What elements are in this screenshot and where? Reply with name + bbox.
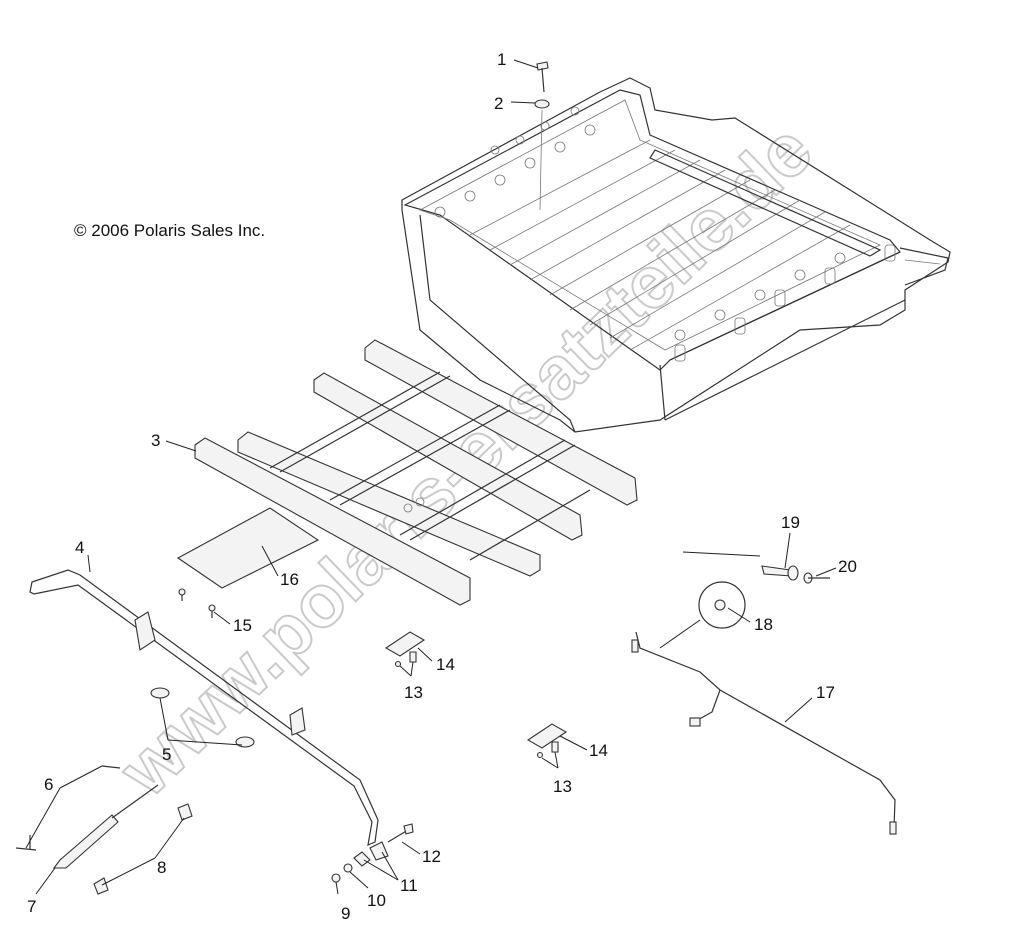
callout-19: 19 xyxy=(781,513,800,532)
plate-part-14-lower xyxy=(526,723,568,749)
callout-14-upper: 14 xyxy=(436,655,455,674)
nut-part-9 xyxy=(331,873,341,883)
subframe-part-3 xyxy=(194,339,638,606)
callout-12: 12 xyxy=(422,847,441,866)
wire-harness-part-17 xyxy=(631,631,897,835)
callout-6: 6 xyxy=(44,775,53,794)
callout-13-upper: 13 xyxy=(404,683,423,702)
light-part-19 xyxy=(761,565,799,581)
leader-lines xyxy=(25,59,837,895)
connector-part-18 xyxy=(698,581,746,629)
bar-tube-part-4 xyxy=(29,569,379,846)
bolt-part-1 xyxy=(536,61,549,93)
fastener-part-13-upper xyxy=(394,651,417,668)
callout-4: 4 xyxy=(75,538,84,557)
bolt-part-12 xyxy=(387,823,414,843)
callout-20: 20 xyxy=(838,557,857,576)
skid-plate-part-16 xyxy=(176,507,320,589)
fastener-part-13-lower xyxy=(536,741,559,759)
callout-10: 10 xyxy=(367,891,386,910)
callout-18: 18 xyxy=(754,615,773,634)
callout-1: 1 xyxy=(497,50,506,69)
callout-7: 7 xyxy=(27,897,36,916)
screw-part-20 xyxy=(803,572,830,584)
callout-16: 16 xyxy=(280,570,299,589)
callout-labels: 1 2 3 4 5 6 7 8 9 10 11 12 13 13 14 14 1… xyxy=(27,50,857,923)
washer-part-2 xyxy=(534,99,550,109)
callout-9: 9 xyxy=(341,904,350,923)
callout-3: 3 xyxy=(151,431,160,450)
copyright-notice: © 2006 Polaris Sales Inc. xyxy=(74,221,266,240)
pin-part-6 xyxy=(15,765,121,851)
plate-part-14-upper xyxy=(384,631,426,657)
callout-2: 2 xyxy=(494,94,503,113)
fastener-part-15 xyxy=(178,588,216,618)
callout-15: 15 xyxy=(233,616,252,635)
bolt-guide-line xyxy=(539,109,543,211)
callout-8: 8 xyxy=(157,858,166,877)
callout-14-lower: 14 xyxy=(589,741,608,760)
cargo-box xyxy=(401,77,951,433)
callout-5: 5 xyxy=(162,745,171,764)
washer-part-10 xyxy=(343,863,353,873)
callout-11: 11 xyxy=(400,876,418,895)
callout-13-lower: 13 xyxy=(553,777,572,796)
bracket-part-8 xyxy=(93,803,193,895)
gas-strut-part-7 xyxy=(52,784,159,869)
callout-17: 17 xyxy=(816,683,835,702)
